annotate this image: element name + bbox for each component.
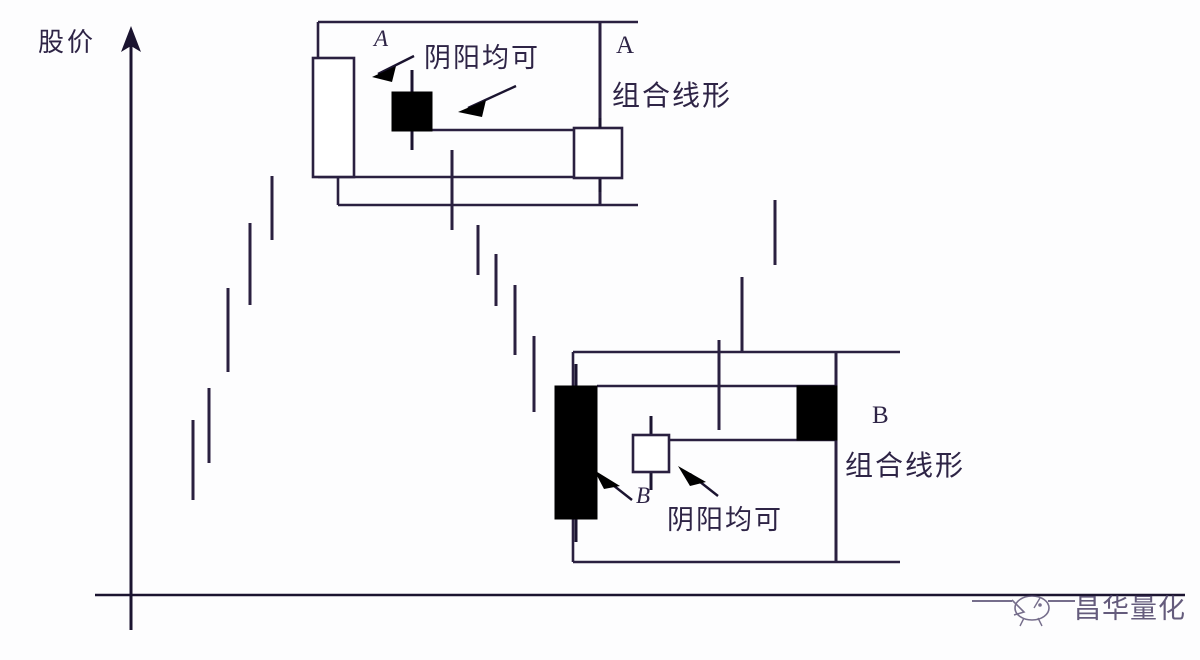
combo-b-candle-middle-hollow [631,433,671,474]
combo-a-candle-left-hollow [311,56,356,179]
arrow-b-note [678,466,719,497]
combo-b-candle-left-filled [554,385,598,520]
combo-a-candle-middle-filled [391,91,433,132]
arrow-a-note [458,84,517,117]
price-bar-group [191,150,777,500]
axis-group [95,26,1185,630]
combo-a-note-label: 阴阳均可 [424,43,540,74]
combo-a-title-text: 组合线形 [612,79,733,112]
combo-a-title-letter: A [616,32,635,59]
watermark-bird-icon [972,595,1075,627]
combo-a-marker-label: A [374,26,389,51]
watermark-text: 昌华量化 [1074,594,1186,625]
y-axis-arrowhead [121,26,141,52]
arrow-b-marker [594,470,633,501]
y-axis-label: 股价 [38,28,97,58]
arrow-a-marker [372,54,415,82]
combination-a-group [311,20,638,207]
combination-b-group [554,350,900,564]
combo-b-marker-label: B [636,483,651,508]
combo-b-note-label: 阴阳均可 [667,505,783,536]
combo-b-title-letter: B [872,402,889,429]
combo-a-candle-right-hollow [572,126,624,180]
combo-b-title-text: 组合线形 [845,449,966,482]
combo-b-candle-right-filled [796,385,838,441]
